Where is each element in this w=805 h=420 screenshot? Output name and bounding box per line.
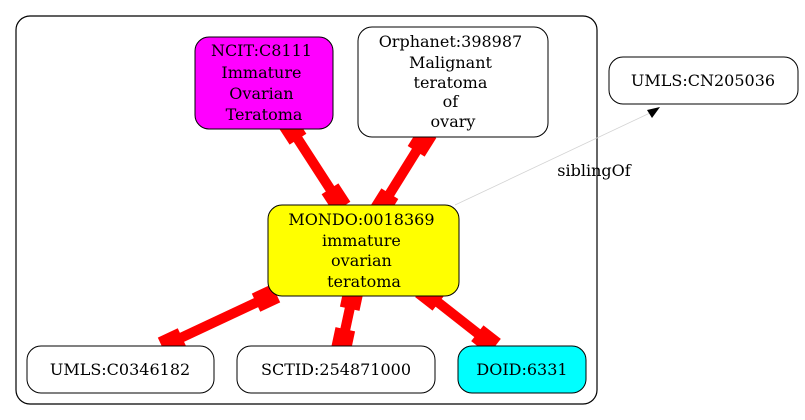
node-mondo[interactable]: MONDO:0018369 immature ovarian teratoma: [267, 204, 460, 297]
mondo-label: MONDO:0018369 immature ovarian teratoma: [288, 210, 439, 291]
node-ncit[interactable]: NCIT:C8111 Immature Ovarian Teratoma: [194, 36, 334, 130]
equivalence-line: [426, 292, 490, 344]
equivalence-line: [169, 293, 269, 347]
edge-mondo-umls-c: [157, 284, 281, 356]
ncit-label: NCIT:C8111 Immature Ovarian Teratoma: [211, 41, 317, 124]
edge-orphanet-mondo: [369, 127, 437, 218]
orphanet-label: Orphanet:398987 Malignant teratoma of ov…: [379, 32, 528, 131]
sctid-label: SCTID:254871000: [261, 360, 411, 379]
equivalence-line: [287, 127, 341, 201]
node-umls-cn[interactable]: UMLS:CN205036: [608, 56, 799, 105]
sibling-of-edge: siblingOf: [454, 107, 660, 206]
node-sctid[interactable]: SCTID:254871000: [236, 345, 436, 394]
node-orphanet[interactable]: Orphanet:398987 Malignant teratoma of ov…: [357, 26, 549, 138]
node-doid[interactable]: DOID:6331: [457, 345, 587, 394]
edge-ncit-mondo: [277, 115, 351, 213]
node-umls-c[interactable]: UMLS:C0346182: [26, 345, 215, 394]
sibling-of-line: [454, 111, 653, 206]
equivalence-edges: [157, 115, 501, 356]
sibling-of-arrowhead: [647, 107, 660, 118]
umls-cn-label: UMLS:CN205036: [631, 71, 775, 90]
doid-label: DOID:6331: [476, 360, 567, 379]
cluster-boundary: [15, 15, 598, 405]
sibling-of-label: siblingOf: [557, 161, 631, 180]
equivalence-line: [379, 139, 427, 206]
umls-c-label: UMLS:C0346182: [50, 360, 190, 379]
